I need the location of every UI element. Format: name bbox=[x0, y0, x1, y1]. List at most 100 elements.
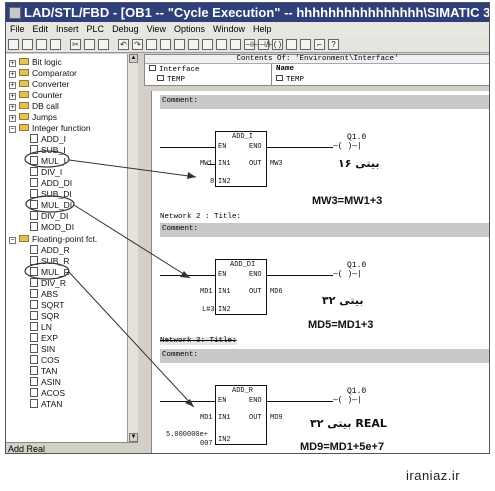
tree-item-atan[interactable]: ATAN bbox=[30, 399, 62, 410]
new-icon[interactable] bbox=[8, 39, 19, 50]
tree-item-tan[interactable]: TAN bbox=[30, 366, 57, 377]
tree-item-sub-di[interactable]: SUB_DI bbox=[30, 189, 72, 200]
out-operand[interactable]: MD6 bbox=[270, 288, 283, 296]
menu-view[interactable]: View bbox=[146, 24, 166, 34]
in1-operand[interactable]: MD1 bbox=[200, 414, 213, 422]
tree-group-counter[interactable]: +Counter bbox=[9, 90, 62, 101]
monitor-icon[interactable] bbox=[160, 39, 171, 50]
network-title[interactable]: Network 2 : Title: bbox=[160, 213, 242, 221]
tree-item-add-i[interactable]: ADD_I bbox=[30, 134, 66, 145]
interface-item-temp[interactable]: TEMP bbox=[157, 75, 185, 84]
output-coil[interactable]: —( )—| bbox=[333, 142, 362, 151]
tree-group-comparator[interactable]: +Comparator bbox=[9, 68, 77, 79]
tree-group-bit-logic[interactable]: +Bit logic bbox=[9, 57, 62, 68]
tree-item-add-di[interactable]: ADD_DI bbox=[30, 178, 72, 189]
out-operand[interactable]: MW3 bbox=[270, 160, 283, 168]
expand-icon[interactable]: + bbox=[9, 82, 16, 89]
network-comment[interactable]: Comment: bbox=[160, 95, 489, 109]
tree-scrollbar[interactable]: ▲ ▼ bbox=[127, 54, 138, 442]
tree-item-div-di[interactable]: DIV_DI bbox=[30, 211, 68, 222]
tree-item-sub-i[interactable]: SUB_I bbox=[30, 145, 66, 156]
tree-group-jumps[interactable]: +Jumps bbox=[9, 112, 57, 123]
tree-item-mul-r[interactable]: MUL_R bbox=[30, 267, 70, 278]
menu-edit[interactable]: Edit bbox=[32, 24, 49, 34]
tree-group-floating-point[interactable]: −Floating-point fct. bbox=[9, 234, 97, 245]
undo-icon[interactable]: ↶ bbox=[118, 39, 129, 50]
add-r-block[interactable] bbox=[215, 385, 267, 445]
scroll-up-icon[interactable]: ▲ bbox=[129, 54, 138, 63]
out-operand[interactable]: MD9 bbox=[270, 414, 283, 422]
menu-window[interactable]: Window bbox=[212, 24, 245, 34]
expand-icon[interactable]: + bbox=[9, 115, 16, 122]
in2-operand[interactable]: 8 bbox=[210, 178, 215, 186]
network-comment[interactable]: Comment: bbox=[160, 223, 489, 237]
menu-insert[interactable]: Insert bbox=[56, 24, 79, 34]
tree-item-exp[interactable]: EXP bbox=[30, 333, 58, 344]
tree-item-div-i[interactable]: DIV_I bbox=[30, 167, 62, 178]
tree-item-sqr[interactable]: SQR bbox=[30, 311, 59, 322]
output-coil[interactable]: —( )—| bbox=[333, 396, 362, 405]
overview-icon[interactable] bbox=[174, 39, 185, 50]
network-icon[interactable] bbox=[188, 39, 199, 50]
tree-item-acos[interactable]: ACOS bbox=[30, 388, 65, 399]
expand-icon[interactable]: + bbox=[9, 104, 16, 111]
ladder-editor[interactable]: Comment: ADD_I EN ENO IN1 OUT IN2 MW1 8 … bbox=[151, 91, 489, 453]
expand-icon[interactable]: + bbox=[9, 60, 16, 67]
collapse-icon[interactable]: − bbox=[9, 237, 16, 244]
tree-item-sub-r[interactable]: SUB_R bbox=[30, 256, 69, 267]
coil-icon[interactable]: ( ) bbox=[272, 39, 283, 50]
tree-item-abs[interactable]: ABS bbox=[30, 289, 58, 300]
redo-icon[interactable]: ↷ bbox=[132, 39, 143, 50]
contact-no-icon[interactable]: ⊣⊢ bbox=[244, 39, 259, 50]
contact-nc-icon[interactable]: ⊣/⊢ bbox=[258, 39, 276, 50]
tree-item-sqrt[interactable]: SQRT bbox=[30, 300, 64, 311]
expand-icon[interactable]: + bbox=[9, 93, 16, 100]
output-coil[interactable]: —( )—| bbox=[333, 270, 362, 279]
in1-operand[interactable]: MW1 bbox=[200, 160, 213, 168]
tree-item-sin[interactable]: SIN bbox=[30, 344, 55, 355]
paste-icon[interactable] bbox=[98, 39, 109, 50]
lad-icon[interactable] bbox=[216, 39, 227, 50]
tree-group-db-call[interactable]: +DB call bbox=[9, 101, 59, 112]
scroll-down-icon[interactable]: ▼ bbox=[129, 433, 138, 442]
tree-item-mul-di[interactable]: MUL_DI bbox=[30, 200, 72, 211]
add-di-block[interactable] bbox=[215, 259, 267, 315]
fbd-icon[interactable] bbox=[230, 39, 241, 50]
collapse-icon[interactable]: − bbox=[9, 126, 16, 133]
menu-debug[interactable]: Debug bbox=[112, 24, 139, 34]
connection-icon[interactable]: ⌐ bbox=[314, 39, 325, 50]
network-comment[interactable]: Comment: bbox=[160, 349, 489, 363]
menu-file[interactable]: File bbox=[10, 24, 25, 34]
save-icon[interactable] bbox=[36, 39, 47, 50]
download-icon[interactable] bbox=[146, 39, 157, 50]
branch-open-icon[interactable] bbox=[286, 39, 297, 50]
network-title[interactable]: Network 3: Title: bbox=[160, 337, 237, 345]
print-icon[interactable] bbox=[50, 39, 61, 50]
tree-item-div-r[interactable]: DIV_R bbox=[30, 278, 66, 289]
coil-address[interactable]: Q1.0 bbox=[347, 261, 367, 270]
expand-icon[interactable]: + bbox=[9, 71, 16, 78]
tree-group-converter[interactable]: +Converter bbox=[9, 79, 69, 90]
open-icon[interactable] bbox=[22, 39, 33, 50]
menu-help[interactable]: Help bbox=[253, 24, 272, 34]
interface-temp-entry[interactable]: TEMP bbox=[276, 75, 304, 84]
cut-icon[interactable]: ✂ bbox=[70, 39, 81, 50]
branch-close-icon[interactable] bbox=[300, 39, 311, 50]
tree-item-asin[interactable]: ASIN bbox=[30, 377, 61, 388]
in1-operand[interactable]: MD1 bbox=[200, 288, 213, 296]
in2-operand[interactable]: L#3 bbox=[202, 306, 215, 314]
menu-options[interactable]: Options bbox=[173, 24, 205, 34]
in2-operand[interactable]: 5.000000e+ bbox=[166, 431, 209, 439]
add-i-block[interactable] bbox=[215, 131, 267, 187]
tree-item-cos[interactable]: COS bbox=[30, 355, 59, 366]
tree-group-integer-function[interactable]: −Integer function bbox=[9, 123, 91, 134]
help-icon[interactable]: ? bbox=[328, 39, 339, 50]
in2-operand-exponent[interactable]: 007 bbox=[200, 440, 213, 448]
stl-icon[interactable] bbox=[202, 39, 213, 50]
tree-item-add-r[interactable]: ADD_R bbox=[30, 245, 70, 256]
tree-item-mul-i[interactable]: MUL_I bbox=[30, 156, 66, 167]
tree-item-mod-di[interactable]: MOD_DI bbox=[30, 222, 74, 233]
coil-address[interactable]: Q1.0 bbox=[347, 387, 367, 396]
coil-address[interactable]: Q1.0 bbox=[347, 133, 367, 142]
interface-item[interactable]: Interface bbox=[149, 65, 200, 74]
